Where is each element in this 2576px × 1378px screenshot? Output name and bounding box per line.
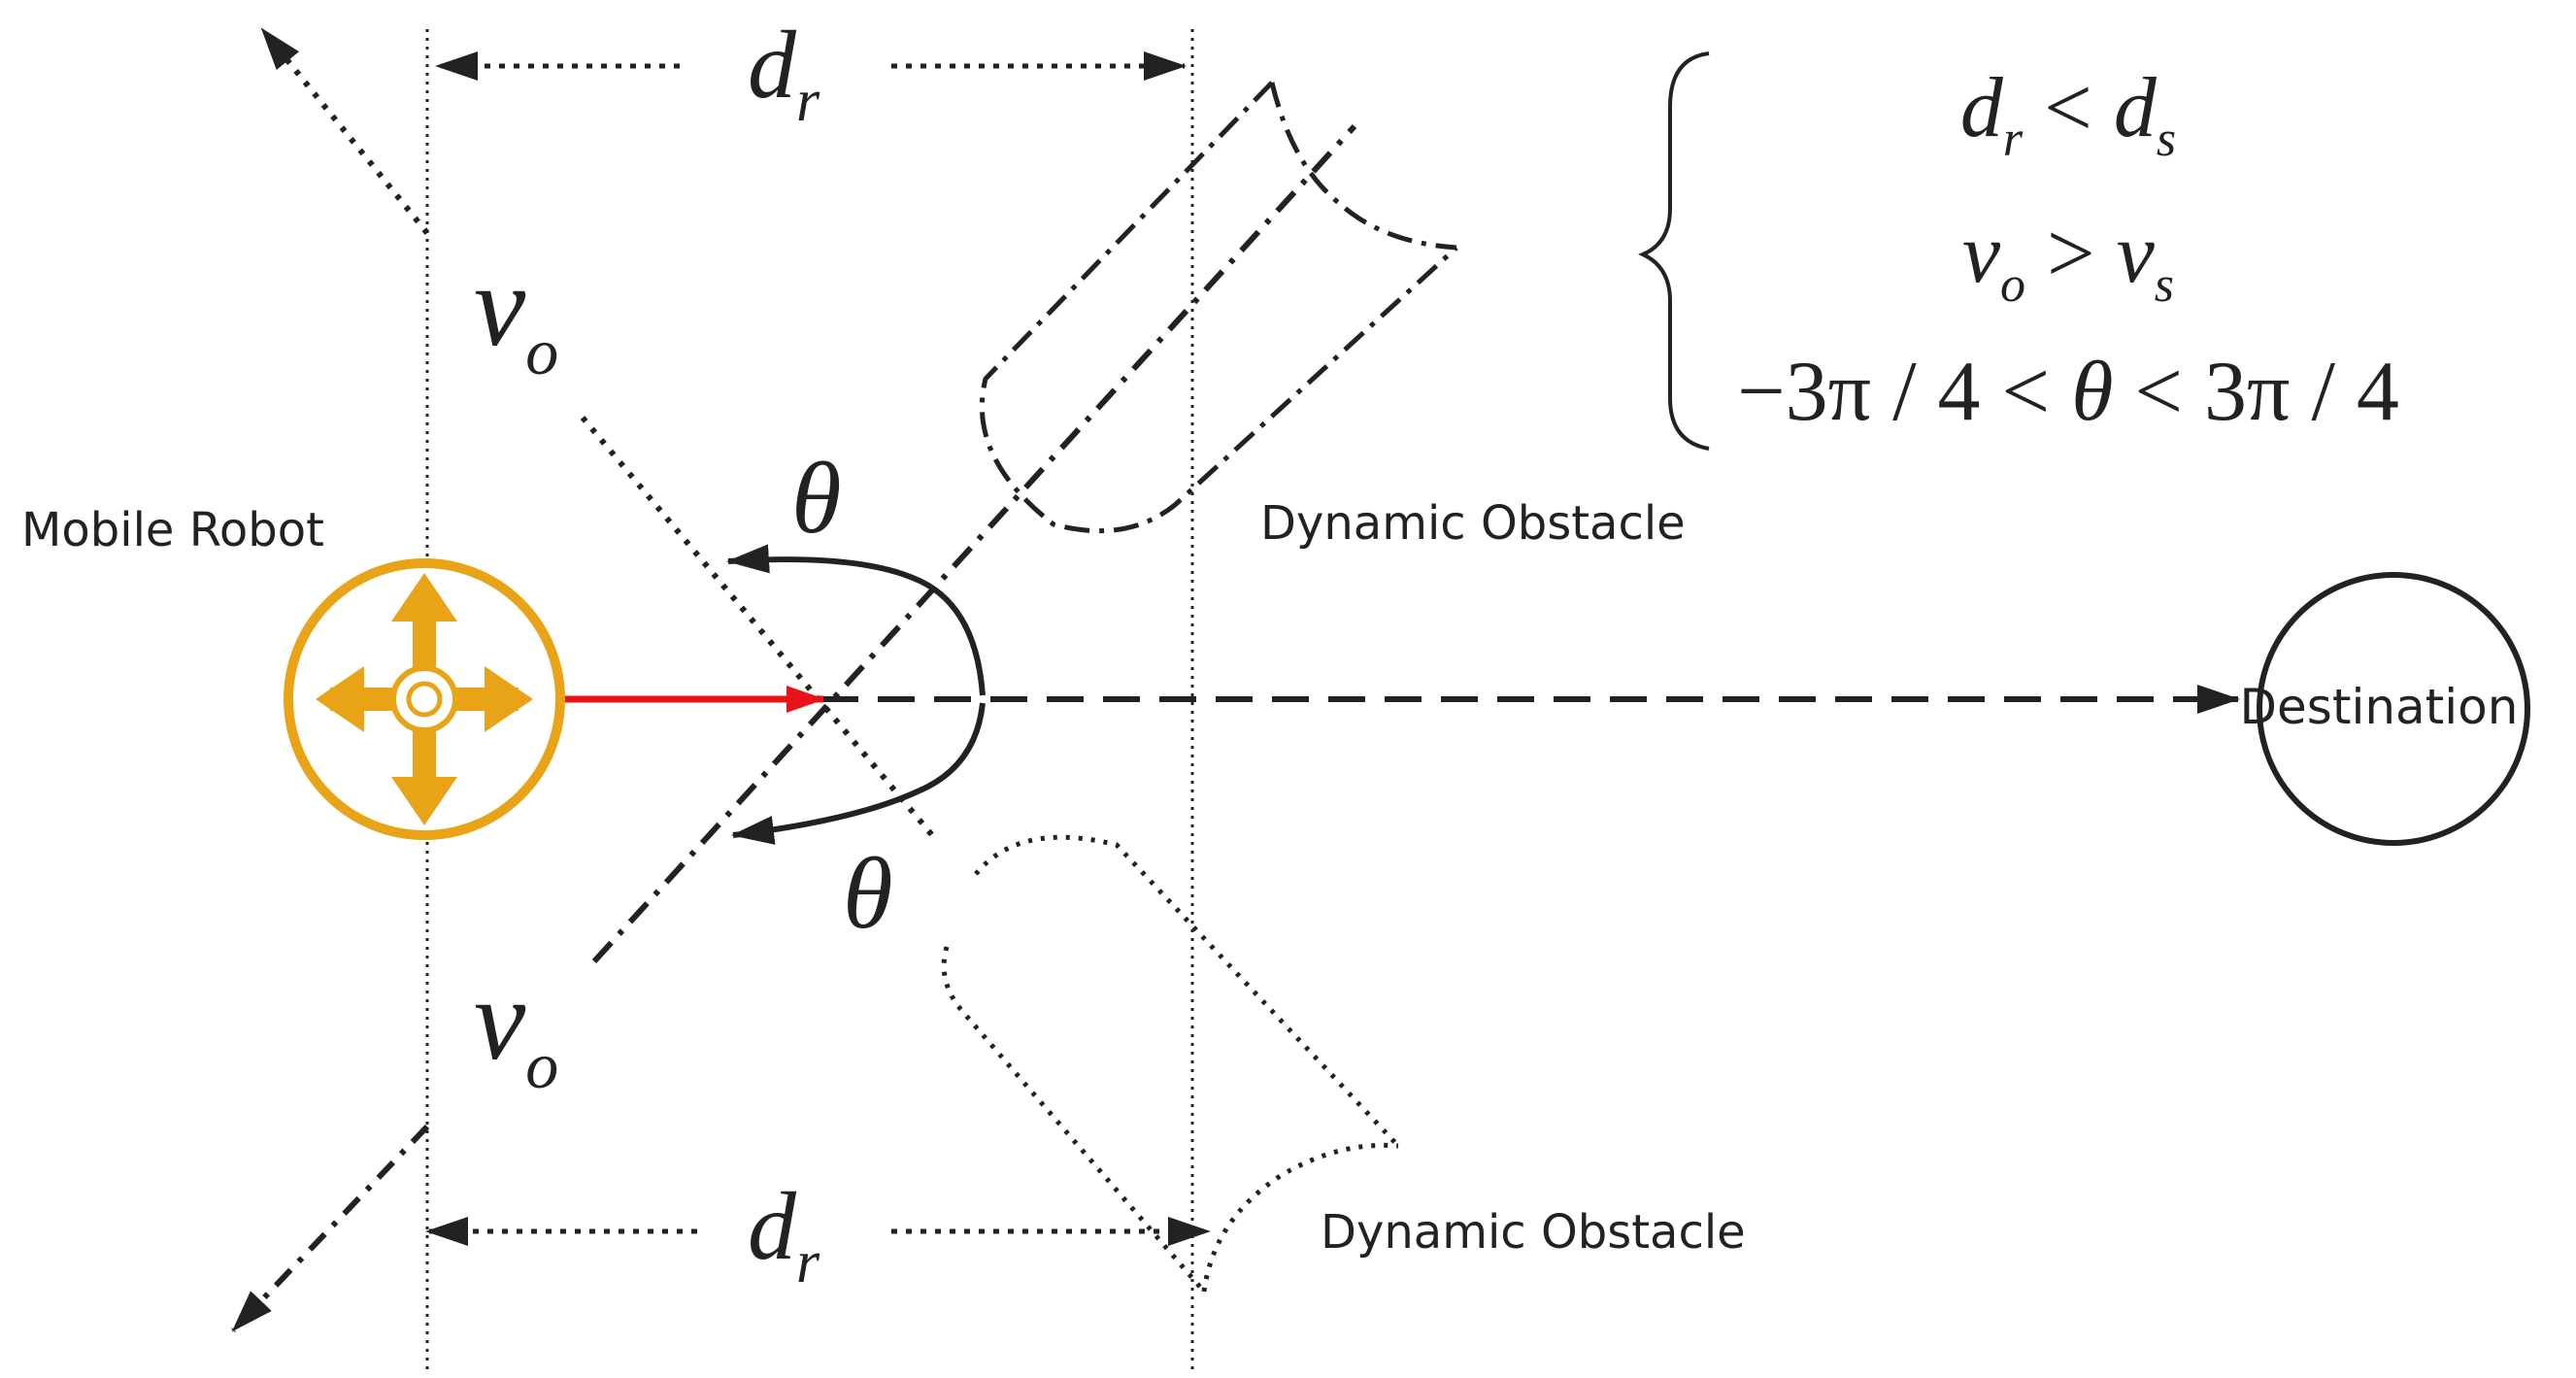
trajectory-dotted bbox=[580, 416, 935, 837]
dynamic-obstacle-top-label: Dynamic Obstacle bbox=[1260, 496, 1686, 551]
theta-label-top: θ bbox=[791, 441, 842, 555]
dynamic-obstacle-bottom bbox=[941, 834, 1400, 1294]
theta-arc-top bbox=[726, 544, 986, 696]
theta-arc-bottom bbox=[731, 702, 986, 845]
dynamic-obstacle-bottom-label: Dynamic Obstacle bbox=[1321, 1205, 1746, 1260]
condition-distance: dr < ds bbox=[1960, 61, 2176, 167]
condition-velocity: vo > vs bbox=[1962, 207, 2174, 313]
mobile-robot-label: Mobile Robot bbox=[21, 503, 324, 557]
velocity-line-top bbox=[259, 27, 430, 235]
destination-label: Destination bbox=[2240, 679, 2519, 735]
dynamic-obstacle-top bbox=[979, 81, 1458, 534]
dr-top-label: dr bbox=[748, 11, 820, 134]
mobile-robot bbox=[284, 558, 565, 840]
theta-label-bottom: θ bbox=[843, 836, 893, 950]
destination-circle bbox=[2257, 572, 2530, 846]
vo-label-top: vo bbox=[474, 241, 558, 388]
dr-bottom-label: dr bbox=[748, 1172, 820, 1295]
trajectory-dashdot bbox=[591, 123, 1357, 964]
conditions-brace bbox=[1638, 51, 1710, 451]
vo-label-bottom: vo bbox=[474, 955, 558, 1102]
condition-angle: −3π / 4 < θ < 3π / 4 bbox=[1737, 345, 2399, 439]
velocity-line-bottom bbox=[230, 1124, 430, 1333]
